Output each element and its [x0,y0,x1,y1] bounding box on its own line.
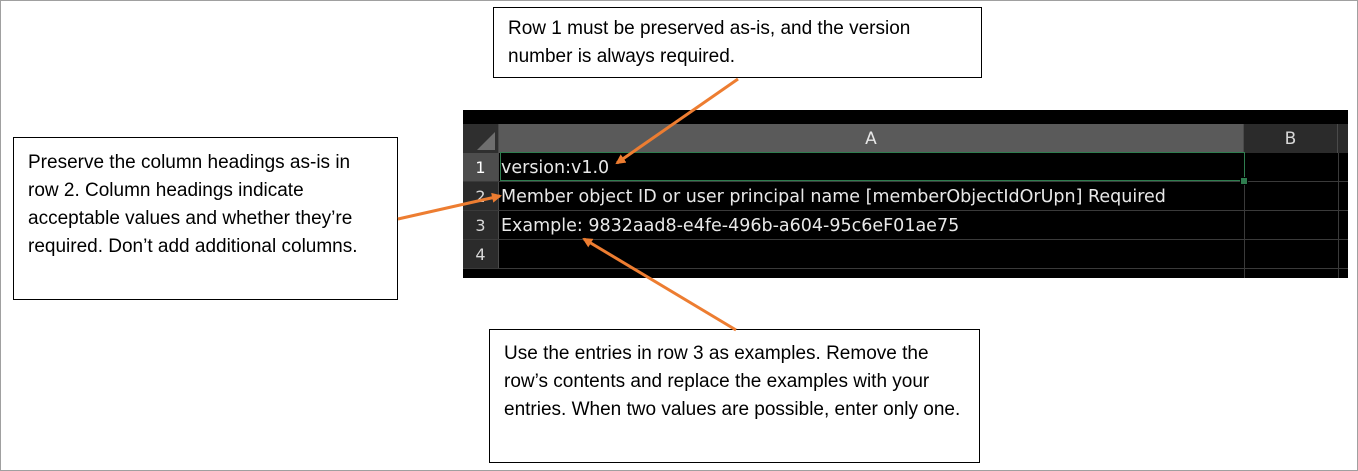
fill-handle[interactable] [1240,177,1248,185]
callout-example-row: Use the entries in row 3 as examples. Re… [489,329,980,463]
table-row: 4 [463,240,1348,269]
column-header-b[interactable]: B [1244,124,1338,153]
table-row: 1 version:v1.0 [463,153,1348,182]
table-row: 3 Example: 9832aad8-e4fe-496b-a604-95c6e… [463,211,1348,240]
arrow-to-row-3 [582,237,737,332]
table-row: 2 Member object ID or user principal nam… [463,182,1348,211]
column-header-a[interactable]: A [499,124,1244,153]
spreadsheet[interactable]: A B 1 version:v1.0 2 Member object ID or… [463,110,1348,278]
callout-column-headings: Preserve the column headings as-is in ro… [13,137,398,300]
arrow-to-row-2 [397,192,502,221]
column-divider [1338,153,1339,278]
arrow-to-row-1 [615,77,739,165]
callout-version-row: Row 1 must be preserved as-is, and the v… [493,7,982,78]
cell-a2[interactable]: Member object ID or user principal name … [501,187,1166,207]
active-cell-outline [500,152,1245,181]
cell-a1[interactable]: version:v1.0 [501,158,610,178]
cell-a3[interactable]: Example: 9832aad8-e4fe-496b-a604-95c6eF0… [501,216,960,236]
select-all-corner[interactable] [463,124,499,153]
column-header-row: A B [463,124,1348,153]
row-header[interactable]: 1 [463,153,499,181]
column-divider [1244,153,1245,278]
row-header[interactable]: 3 [463,211,499,239]
row-header[interactable]: 4 [463,240,499,268]
select-all-triangle-icon [477,132,495,150]
